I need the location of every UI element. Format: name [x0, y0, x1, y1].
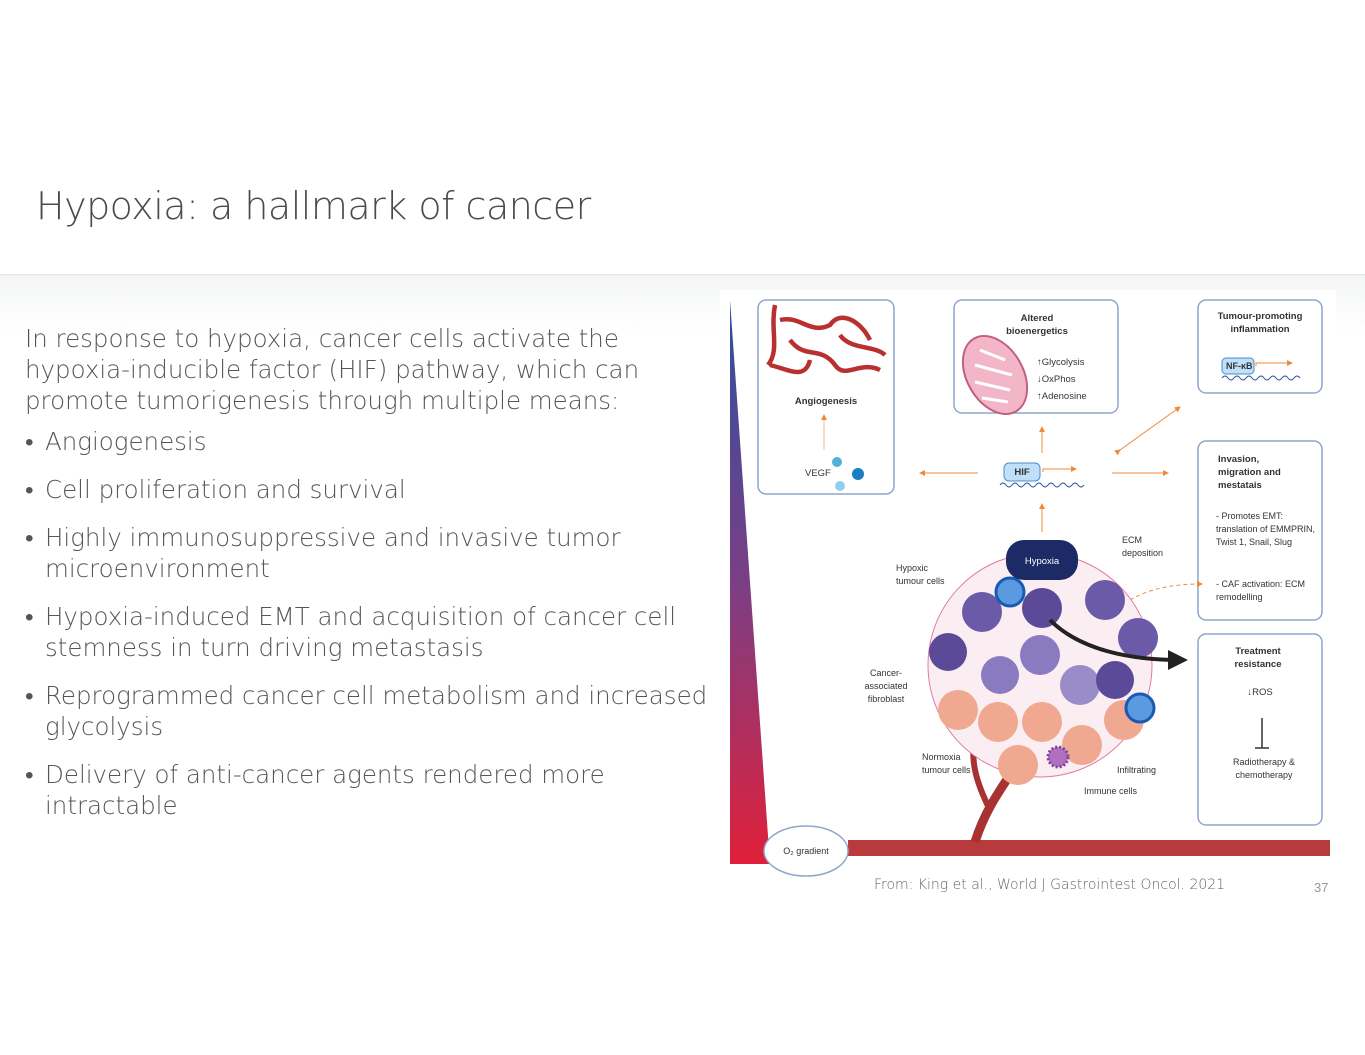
- ecm-label: ECM deposition: [1122, 535, 1164, 558]
- slide-title: Hypoxia: a hallmark of cancer: [36, 184, 591, 228]
- immune-cell: [1046, 745, 1070, 769]
- bullet-item: Hypoxia-induced EMT and acquisition of c…: [25, 601, 715, 663]
- vegf-label: VEGF: [805, 468, 831, 479]
- normoxia-label: Normoxia tumour cells: [922, 752, 971, 775]
- bullet-item: Angiogenesis: [25, 426, 715, 457]
- bullet-item: Highly immunosuppressive and invasive tu…: [25, 522, 715, 584]
- page-number: 37: [1314, 880, 1329, 895]
- invasion-point-caf: - CAF activation: ECM remodelling: [1216, 579, 1306, 602]
- bullet-item: Cell proliferation and survival: [25, 474, 715, 505]
- mitochondrion-icon: [961, 335, 1029, 415]
- blood-vessel-network: [766, 304, 887, 375]
- inflammation-title: Tumour-promoting inflammation: [1217, 311, 1303, 335]
- invasion-title: Invasion, migration and mestatais: [1218, 454, 1281, 491]
- bioenergetics-title: Altered bioenergetics: [1006, 313, 1068, 337]
- infiltrating-label: Infiltrating: [1117, 765, 1157, 775]
- citation: From: King et al., World J Gastrointest …: [874, 877, 1226, 893]
- hif-label: HIF: [1014, 467, 1030, 478]
- oxygen-gradient-bar: [730, 300, 770, 864]
- hif-pathway-diagram: Angiogenesis VEGF Altered bioenergetics …: [720, 290, 1336, 880]
- slide-body: In response to hypoxia, cancer cells act…: [25, 323, 715, 838]
- caf-label: Cancer-associated fibroblast: [864, 668, 908, 704]
- invasion-box: [1197, 440, 1323, 621]
- diagram-graphics: [730, 299, 1330, 877]
- bullet-item: Delivery of anti-cancer agents rendered …: [25, 759, 715, 821]
- ros-label: ↓ROS: [1247, 687, 1273, 698]
- bioenergetics-item: ↓OxPhos: [1037, 374, 1076, 385]
- bioenergetics-item: ↑Glycolysis: [1037, 357, 1085, 368]
- hypoxic-cells-label: Hypoxic tumour cells: [896, 563, 945, 586]
- therapy-label: Radiotherapy & chemotherapy: [1232, 757, 1296, 780]
- immune-cells-label: Immune cells: [1084, 786, 1138, 796]
- hypoxia-pill: [1006, 540, 1078, 580]
- treatment-title: Treatment resistance: [1234, 646, 1282, 670]
- o2-gradient-label: O₂ gradient: [783, 846, 829, 856]
- invasion-point-emt: - Promotes EMT: translation of EMMPRIN, …: [1216, 511, 1316, 547]
- nfkb-label: NF-κB: [1226, 361, 1253, 371]
- treatment-box: [1197, 633, 1323, 826]
- bullet-list: Angiogenesis Cell proliferation and surv…: [25, 426, 715, 821]
- intro-text: In response to hypoxia, cancer cells act…: [25, 324, 640, 415]
- bullet-item: Reprogrammed cancer cell metabolism and …: [25, 680, 715, 742]
- hif-box: [1003, 462, 1041, 482]
- hypoxia-label: Hypoxia: [1024, 556, 1060, 567]
- angiogenesis-title: Angiogenesis: [794, 396, 858, 407]
- o2-gradient-label-bubble: [763, 825, 849, 877]
- bioenergetics-item: ↑Adenosine: [1037, 391, 1087, 402]
